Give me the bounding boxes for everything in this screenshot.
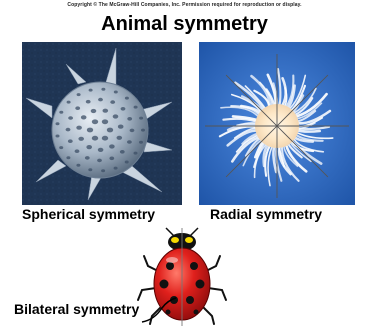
copyright-notice: Copyright © The McGraw-Hill Companies, I…: [0, 2, 369, 8]
page-title: Animal symmetry: [0, 12, 369, 36]
ladybug-highlight: [166, 257, 178, 263]
radial-symmetry-image: [199, 42, 355, 205]
radial-symmetry-axes: [205, 54, 349, 198]
caption-radial: Radial symmetry: [210, 206, 322, 222]
ladybug-eye-left: [171, 237, 179, 243]
caption-bilateral: Bilateral symmetry: [14, 301, 139, 317]
ladybug-eye-right: [185, 237, 193, 243]
caption-pointer-line: [140, 296, 180, 326]
spherical-symmetry-image: [22, 42, 182, 205]
caption-spherical: Spherical symmetry: [22, 206, 155, 222]
